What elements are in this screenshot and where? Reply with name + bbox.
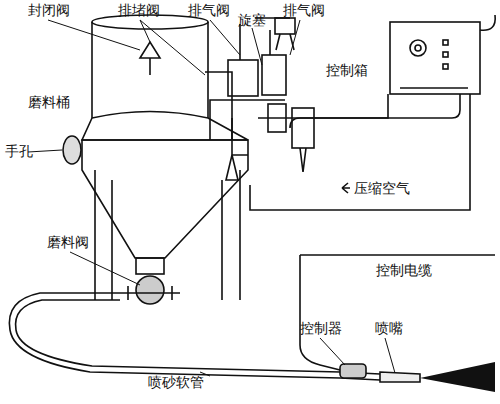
part-label: 喷嘴 (375, 320, 403, 336)
part-label: 排气阀 (283, 2, 325, 18)
part-label: 压缩空气 (354, 180, 410, 196)
part-label: 控制箱 (326, 62, 368, 78)
part-label: 磨料桶 (28, 94, 70, 110)
part-label: 控制电缆 (376, 262, 432, 278)
part-label: 手孔 (5, 143, 33, 159)
part-label: 封闭阀 (28, 2, 70, 18)
part-label: 控制器 (300, 320, 342, 336)
part-label: 旋塞 (238, 12, 266, 28)
part-label: 排堵阀 (118, 2, 160, 18)
part-label: 磨料阀 (47, 234, 89, 250)
part-label: 排气阀 (188, 2, 230, 18)
part-label: 喷砂软管 (148, 374, 204, 390)
